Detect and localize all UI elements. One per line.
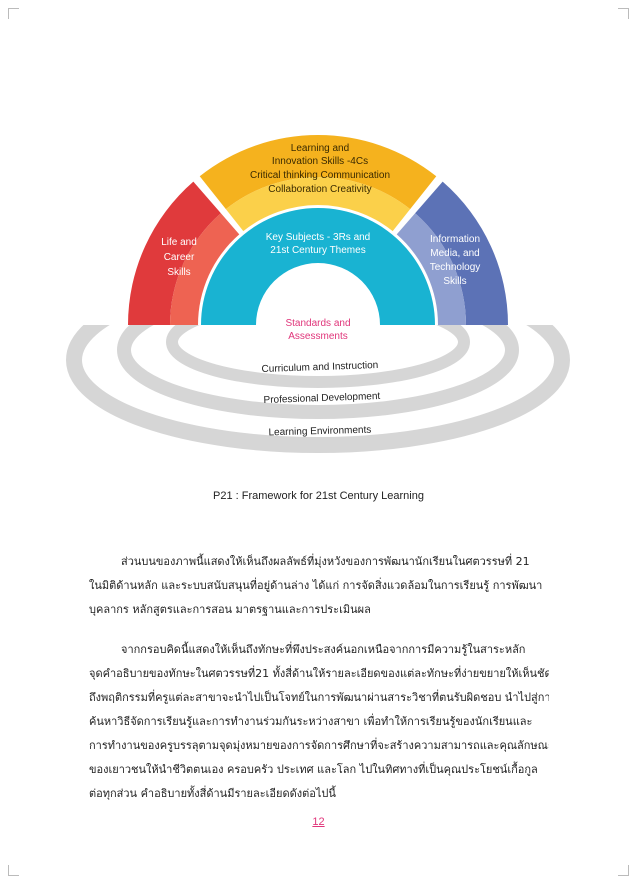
paragraph-2: จากกรอบคิดนี้แสดงให้เห็นถึงทักษะที่พึงปร… xyxy=(89,638,549,806)
p21-framework-diagram: Life and Career Skills Information Media… xyxy=(60,135,580,453)
key-subjects-label-2: 21st Century Themes xyxy=(270,245,365,256)
crop-mark-bottom-left xyxy=(8,865,19,876)
info-media-label-3: Technology xyxy=(430,262,481,273)
figure-caption: P21 : Framework for 21st Century Learnin… xyxy=(213,490,424,502)
life-career-label-2: Career xyxy=(164,252,195,263)
page-number: 12 xyxy=(312,816,325,828)
curriculum-label: Curriculum and Instruction xyxy=(261,360,378,375)
information-media-sector xyxy=(415,181,508,325)
paragraph-1-line: ส่วนบนของภาพนี้แสดงให้เห็นถึงผลลัพธ์ที่ม… xyxy=(121,555,530,568)
paragraph-2-line: ถึงพฤติกรรมที่ครูแต่ละสาขาจะนำไปเป็นโจทย… xyxy=(89,691,549,704)
learning-innovation-label-3: Critical thinking Communication xyxy=(250,170,390,181)
crop-mark-bottom-right xyxy=(618,865,629,876)
life-career-label-1: Life and xyxy=(161,237,197,248)
paragraph-2-line: ค้นหาวิธีจัดการเรียนรู้และการทำงานร่วมกั… xyxy=(89,715,533,728)
learning-innovation-label-1: Learning and xyxy=(291,143,349,154)
standards-label-1: Standards and xyxy=(285,318,350,329)
learning-innovation-inner-band xyxy=(225,177,411,232)
learning-innovation-sector xyxy=(199,135,437,210)
info-media-label-2: Media, and xyxy=(430,248,479,259)
paragraph-2-line: จุดคำอธิบายของทักษะในศตวรรษที่21 ทั้งสี่… xyxy=(89,667,549,680)
paragraph-1: ส่วนบนของภาพนี้แสดงให้เห็นถึงผลลัพธ์ที่ม… xyxy=(89,550,549,622)
info-media-label-4: Skills xyxy=(443,276,466,287)
learning-environments-label: Learning Environments xyxy=(268,425,371,439)
paragraph-2-line: ต่อทุกส่วน คำอธิบายทั้งสี่ด้านมีรายละเอี… xyxy=(89,787,336,800)
crop-mark-top-left xyxy=(8,8,19,19)
key-subjects-arc xyxy=(201,208,435,325)
paragraph-1-line: บุคลากร หลักสูตรและการสอน มาตรฐานและการป… xyxy=(89,603,371,616)
crop-mark-top-right xyxy=(618,8,629,19)
paragraph-2-line: จากกรอบคิดนี้แสดงให้เห็นถึงทักษะที่พึงปร… xyxy=(121,643,526,656)
key-subjects-label-1: Key Subjects - 3Rs and xyxy=(266,232,371,243)
life-career-skills-inner-band xyxy=(170,213,240,325)
learning-innovation-label-4: Collaboration Creativity xyxy=(268,184,371,195)
paragraph-2-line: ของเยาวชนให้นำชีวิตตนเอง ครอบครัว ประเทศ… xyxy=(89,763,538,776)
standards-label-2: Assessments xyxy=(288,331,347,342)
professional-development-label: Professional Development xyxy=(263,391,380,406)
learning-innovation-label-2: Innovation Skills -4Cs xyxy=(272,156,368,167)
info-media-label-1: Information xyxy=(430,234,480,245)
life-career-label-3: Skills xyxy=(167,267,190,278)
information-media-inner-band xyxy=(396,213,466,325)
paragraph-2-line: การทำงานของครูบรรลุตามจุดมุ่งหมายของการจ… xyxy=(89,739,549,752)
life-career-skills-sector xyxy=(128,181,221,325)
paragraph-1-line: ในมิติด้านหลัก และระบบสนับสนุนที่อยู่ด้า… xyxy=(89,579,543,592)
